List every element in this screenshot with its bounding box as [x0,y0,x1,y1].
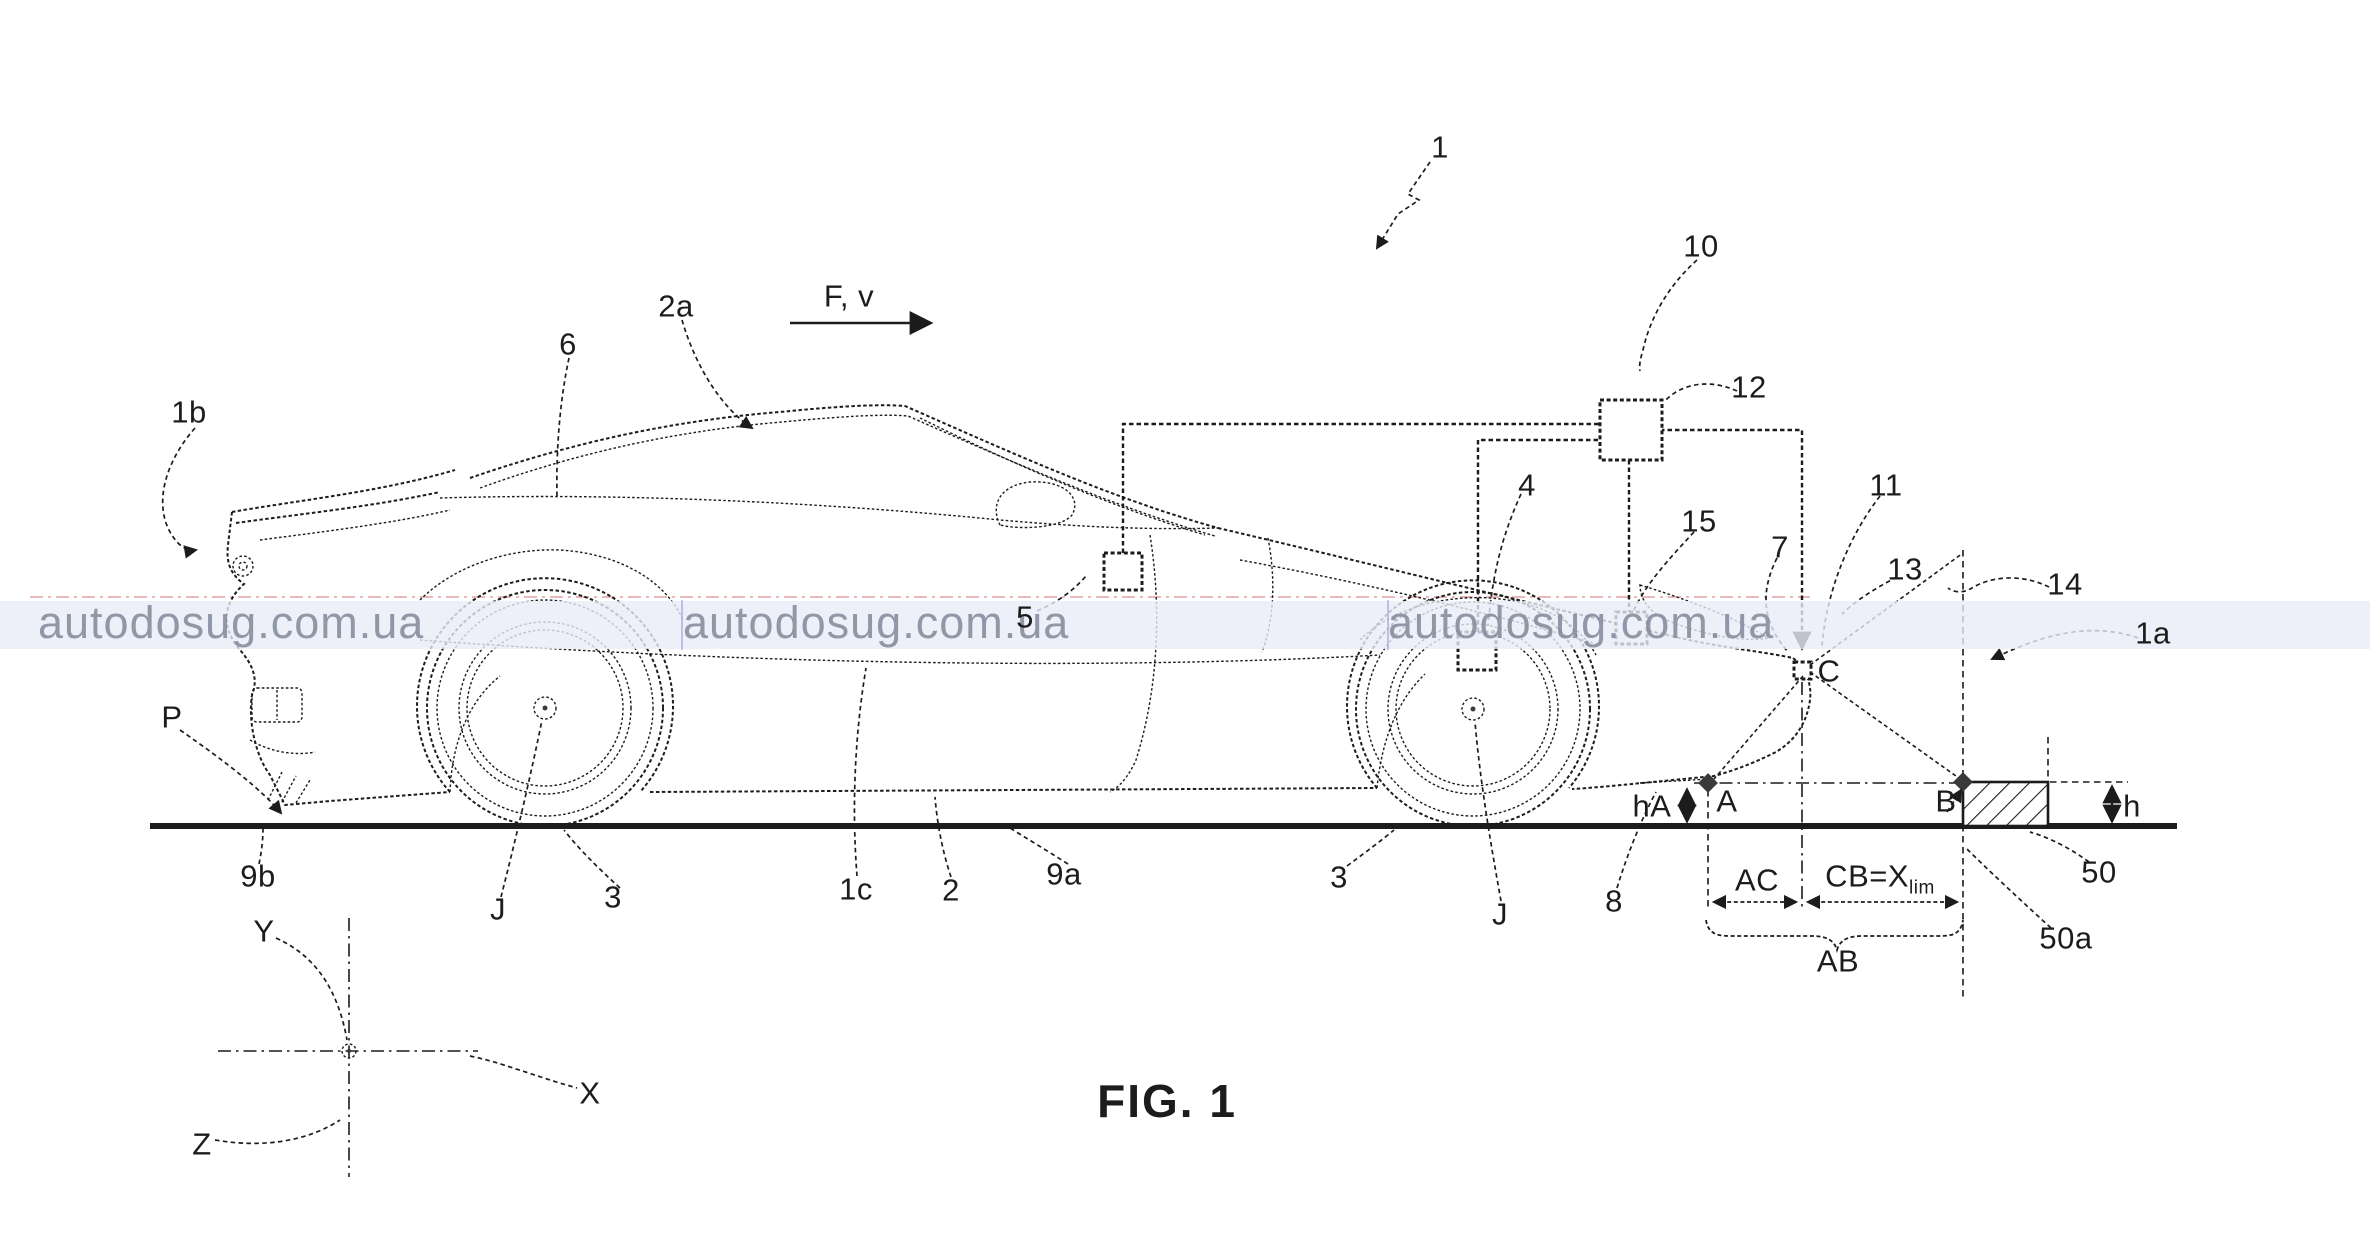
sensor-system-wiring [1102,398,1813,681]
figure-caption: FIG. 1 [1097,1075,1237,1127]
control-unit-box-12 [1598,398,1664,462]
camera-box-C [1792,660,1813,681]
sensor-box-4 [1456,630,1498,672]
point-marker-A [1698,773,1718,793]
dimension-lines [1677,550,2128,998]
obstacle-block-50 [1961,780,2050,828]
ab-brace [1705,919,1964,954]
car-body-outline [225,404,1812,807]
leader-lines [161,161,2139,1145]
sensor-box-15 [1614,610,1649,646]
point-marker-B [1953,772,1973,792]
car-detail-lines [232,417,1770,804]
side-mirror [995,481,1076,529]
taillight [232,555,254,577]
headlight [1639,584,1770,641]
camera-sight-lines [1713,552,1964,782]
rear-bumper-vent [251,687,303,723]
sensor-box-5 [1102,551,1144,592]
front-wheel [1355,591,1591,827]
coordinate-axes [218,918,478,1177]
rear-wheel [426,589,664,827]
